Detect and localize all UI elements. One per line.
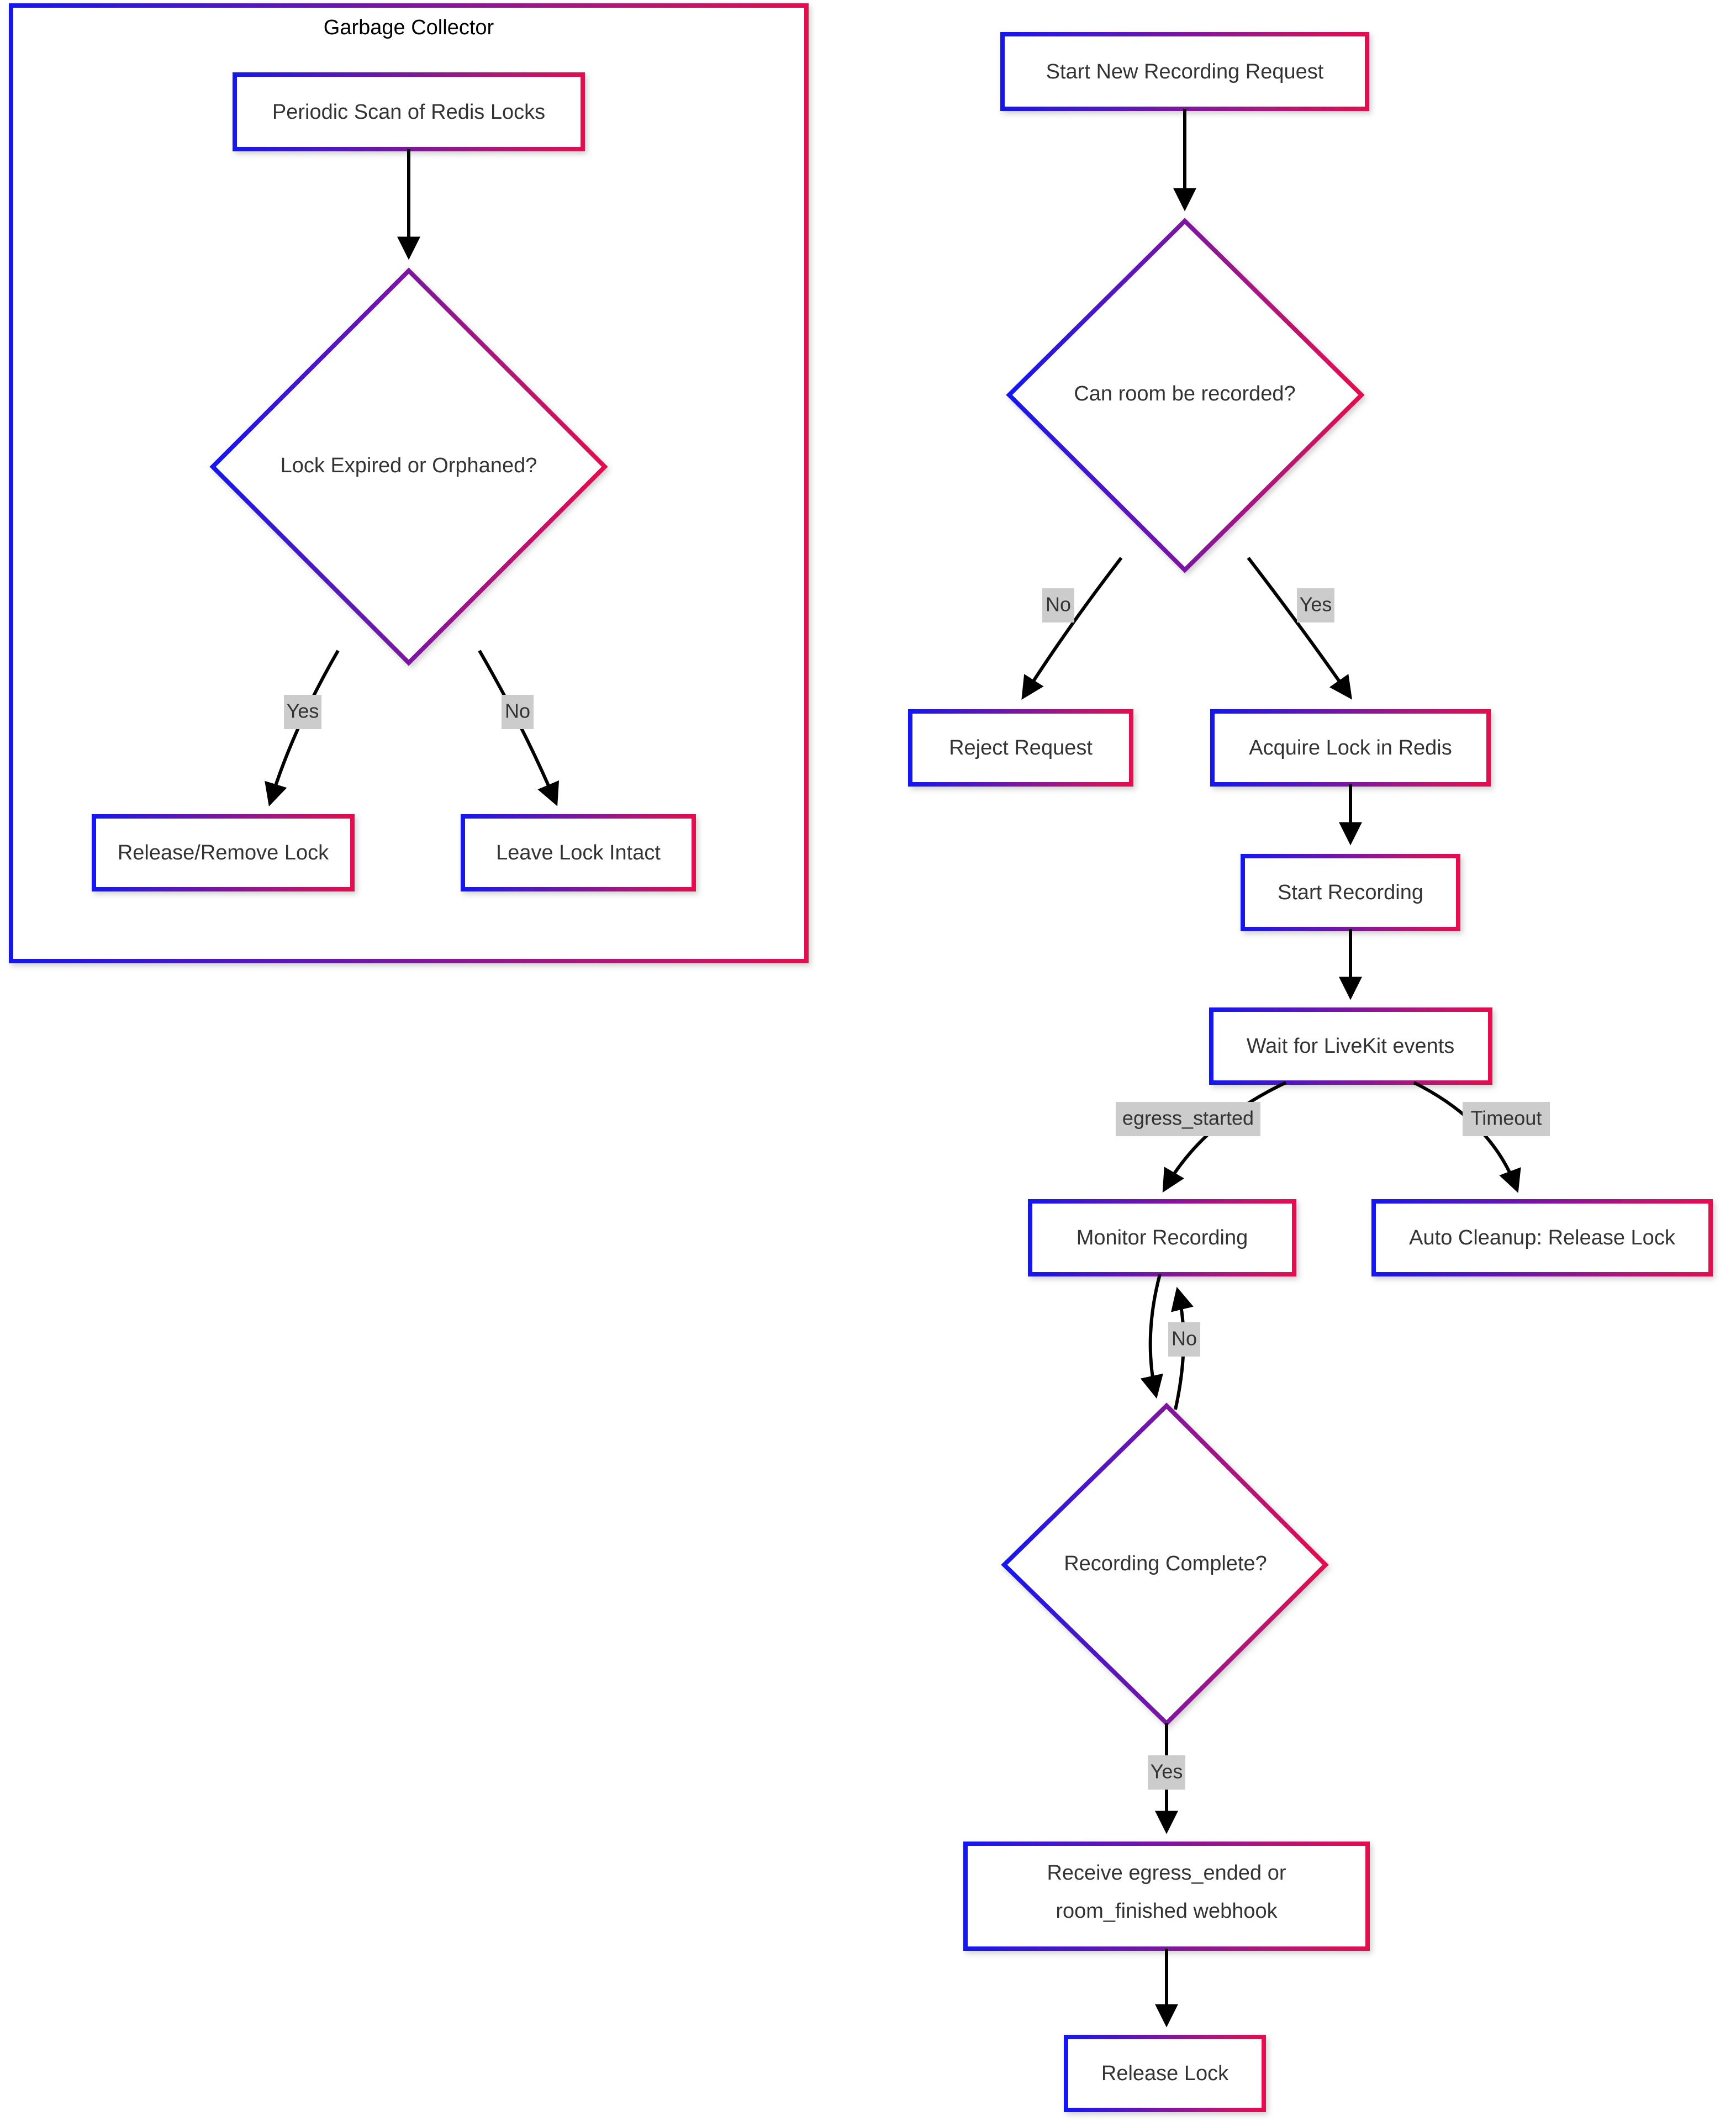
edge-label-bg-can-record-no (1042, 588, 1074, 622)
node-label-auto-cleanup: Auto Cleanup: Release Lock (1409, 1226, 1676, 1249)
node-start-recording[interactable]: Start Recording (1241, 854, 1460, 931)
node-monitor-recording[interactable]: Monitor Recording (1028, 1199, 1296, 1276)
node-label-start-request: Start New Recording Request (1046, 60, 1324, 83)
edge-label-gc-no: No (502, 695, 534, 729)
node-lock-expired[interactable]: Lock Expired or Orphaned? (209, 267, 608, 666)
edge-label-text-gc-no: No (505, 700, 530, 722)
edge-label-bg-can-record-yes (1297, 588, 1334, 622)
edge-label-text-can-record-no: No (1046, 593, 1071, 616)
node-shape-rect (1241, 854, 1460, 931)
cluster-title-garbage-collector: Garbage Collector (324, 16, 494, 39)
node-label-release-lock: Release Lock (1101, 2062, 1229, 2085)
edge-label-complete-yes: Yes (1148, 1755, 1185, 1790)
edge-label-gc-yes: Yes (284, 695, 321, 729)
node-label-wait-events: Wait for LiveKit events (1247, 1035, 1455, 1058)
node-shape-rect (461, 814, 696, 891)
edge-label-egress-started: egress_started (1116, 1102, 1260, 1136)
edge-label-text-timeout: Timeout (1471, 1107, 1542, 1130)
edge-monitor-recording-to-recording-complete (1140, 1274, 1163, 1399)
edge-can-record-to-acquire-lock (1247, 557, 1352, 700)
node-shape-rect (1028, 1199, 1296, 1276)
node-shape-diamond (1006, 218, 1365, 573)
node-start-request[interactable]: Start New Recording Request (1000, 32, 1369, 111)
node-label-receive-webhook-line1: Receive egress_ended or (1047, 1861, 1286, 1885)
node-can-record[interactable]: Can room be recorded? (1006, 218, 1365, 573)
edge-label-timeout: Timeout (1463, 1102, 1550, 1136)
node-receive-webhook[interactable]: Receive egress_ended or room_finished we… (963, 1842, 1370, 1951)
edge-label-bg-gc-no (502, 695, 534, 729)
node-label-start-recording: Start Recording (1278, 881, 1423, 904)
node-label-acquire-lock: Acquire Lock in Redis (1249, 736, 1452, 759)
node-reject-request[interactable]: Reject Request (908, 709, 1133, 787)
node-release-remove-lock[interactable]: Release/Remove Lock (92, 814, 355, 891)
node-label-receive-webhook-line2: room_finished webhook (1056, 1900, 1278, 1923)
node-auto-cleanup[interactable]: Auto Cleanup: Release Lock (1371, 1199, 1713, 1276)
node-label-lock-expired: Lock Expired or Orphaned? (281, 454, 537, 477)
node-shape-rect (963, 1842, 1370, 1951)
node-acquire-lock[interactable]: Acquire Lock in Redis (1210, 709, 1491, 787)
node-label-recording-complete: Recording Complete? (1064, 1552, 1267, 1575)
edge-label-text-gc-yes: Yes (287, 700, 319, 722)
edge-label-text-egress-started: egress_started (1122, 1107, 1254, 1130)
edge-label-bg-timeout (1463, 1102, 1550, 1136)
edge-label-text-monitor-no: No (1172, 1327, 1197, 1350)
node-shape-rect (1064, 2035, 1266, 2112)
edge-label-can-record-yes: Yes (1297, 588, 1334, 622)
node-shape-diamond (209, 267, 608, 666)
node-shape-rect (233, 72, 585, 151)
edge-label-bg-egress-started (1116, 1102, 1260, 1136)
edge-label-can-record-no: No (1042, 588, 1074, 622)
node-label-leave-lock-intact: Leave Lock Intact (496, 841, 661, 864)
edge-label-text-can-record-yes: Yes (1300, 593, 1332, 616)
node-label-reject-request: Reject Request (949, 736, 1093, 759)
node-shape-rect (908, 709, 1133, 787)
node-label-monitor-recording: Monitor Recording (1077, 1226, 1248, 1249)
node-shape-rect (1210, 709, 1491, 787)
edge-label-text-complete-yes: Yes (1151, 1760, 1183, 1783)
node-wait-events[interactable]: Wait for LiveKit events (1209, 1007, 1492, 1085)
node-periodic-scan[interactable]: Periodic Scan of Redis Locks (233, 72, 585, 151)
node-shape-rect (1209, 1007, 1492, 1085)
node-label-release-remove-lock: Release/Remove Lock (118, 841, 329, 864)
node-leave-lock-intact[interactable]: Leave Lock Intact (461, 814, 696, 891)
node-recording-complete[interactable]: Recording Complete? (1001, 1402, 1329, 1727)
edge-label-bg-complete-yes (1148, 1755, 1185, 1790)
node-shape-rect (92, 814, 355, 891)
edge-label-monitor-no: No (1168, 1322, 1200, 1357)
node-shape-rect (1000, 32, 1369, 111)
edge-can-record-to-reject-request (1021, 557, 1123, 700)
node-label-periodic-scan: Periodic Scan of Redis Locks (272, 101, 545, 124)
edge-label-bg-monitor-no (1168, 1322, 1200, 1357)
node-shape-rect (1371, 1199, 1713, 1276)
node-label-can-record: Can room be recorded? (1074, 382, 1295, 405)
node-release-lock[interactable]: Release Lock (1064, 2035, 1266, 2112)
edge-label-bg-gc-yes (284, 695, 321, 729)
